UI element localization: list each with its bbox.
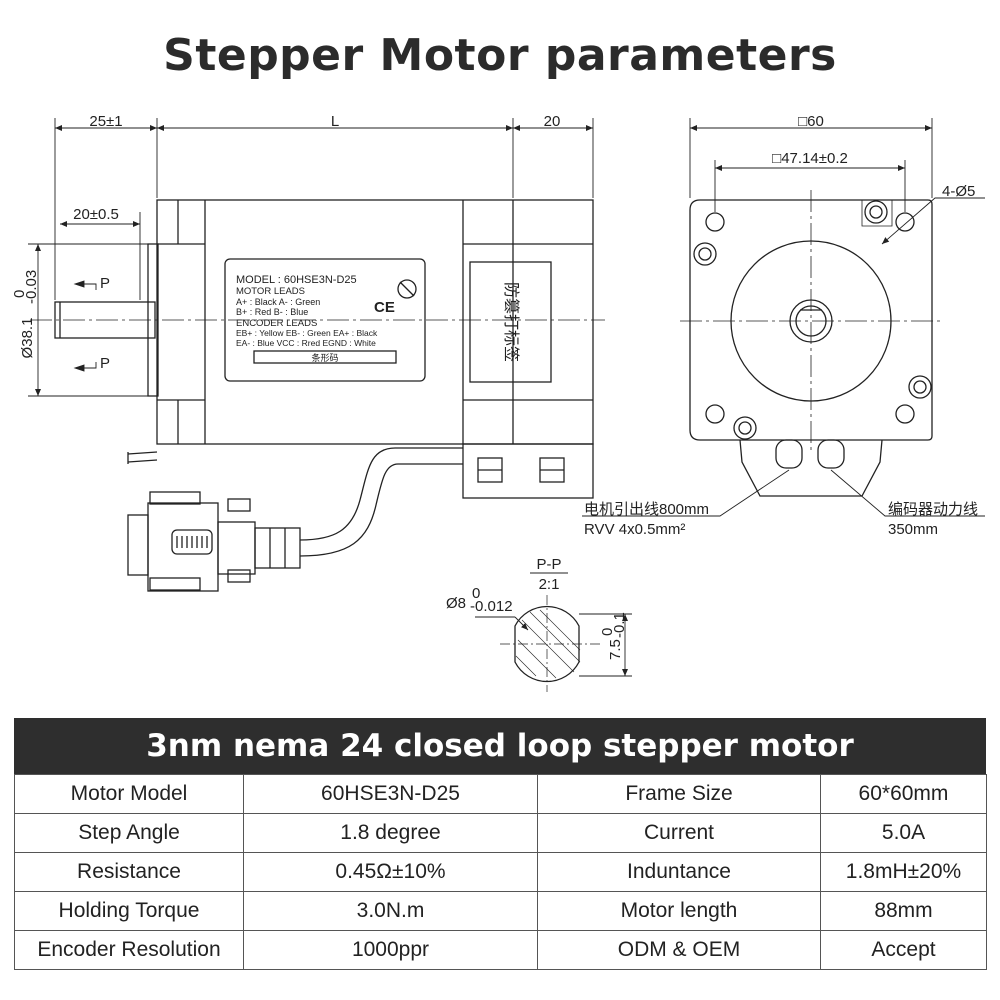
motor-cable-callout: RVV 4x0.5mm² [584, 521, 685, 538]
spec-label: ODM & OEM [537, 930, 821, 970]
spec-value: 1000ppr [243, 930, 538, 970]
mounting-holes-dim: 4-Ø5 [942, 183, 975, 200]
front-view-dimensions [582, 118, 985, 517]
spec-label: Encoder Resolution [14, 930, 244, 970]
svg-text:CE: CE [374, 299, 395, 316]
label-plate [224, 258, 426, 382]
spec-value: 1.8mH±20% [820, 852, 987, 892]
svg-text:MODEL : 60HSE3N-D25: MODEL : 60HSE3N-D25 [236, 274, 357, 286]
svg-text:条形码: 条形码 [311, 352, 338, 363]
section-marker-upper: P [100, 275, 110, 292]
spec-value: 1.8 degree [243, 813, 538, 853]
svg-text:-0.012: -0.012 [470, 598, 513, 615]
motor-front-view [680, 190, 942, 497]
svg-text:0: 0 [11, 290, 28, 298]
spec-table-section: 3nm nema 24 closed loop stepper motor Mo… [14, 718, 987, 970]
svg-text:-0.03: -0.03 [23, 270, 40, 304]
spec-heading: 3nm nema 24 closed loop stepper motor [14, 718, 986, 774]
side-view-dimensions [28, 118, 594, 397]
spec-label: Motor length [537, 891, 821, 931]
table-row: Encoder Resolution 1000ppr ODM & OEM Acc… [14, 930, 987, 970]
svg-text:Ø8: Ø8 [446, 595, 466, 612]
spec-value: 88mm [820, 891, 987, 931]
rear-length-dim: 20 [544, 113, 561, 130]
spec-label: Resistance [14, 852, 244, 892]
spec-value: 5.0A [820, 813, 987, 853]
section-view [475, 572, 632, 692]
spec-value: 60HSE3N-D25 [243, 774, 538, 814]
spec-value: 60*60mm [820, 774, 987, 814]
flat-length-dim: 20±0.5 [73, 206, 119, 223]
svg-text:MOTOR LEADS: MOTOR LEADS [236, 286, 305, 297]
motor-lead-callout: 电机引出线800mm [584, 501, 709, 518]
table-row: Resistance 0.45Ω±10% Induntance 1.8mH±20… [14, 852, 987, 892]
frame-size-dim: □60 [798, 113, 824, 130]
spec-label: Holding Torque [14, 891, 244, 931]
spec-table: Motor Model 60HSE3N-D25 Frame Size 60*60… [14, 774, 987, 970]
page-title: Stepper Motor parameters [163, 30, 837, 81]
spec-label: Induntance [537, 852, 821, 892]
pilot-diameter-dim: Ø38.1 0 -0.03 [11, 270, 40, 359]
spec-label: Frame Size [537, 774, 821, 814]
svg-text:Ø38.1: Ø38.1 [19, 318, 36, 359]
svg-text:0: 0 [472, 585, 480, 602]
label-plate-text: MODEL : 60HSE3N-D25 MOTOR LEADS A+ : Bla… [236, 274, 395, 363]
motor-body [156, 199, 594, 445]
section-title: P-P [536, 556, 561, 573]
spec-value: 0.45Ω±10% [243, 852, 538, 892]
table-row: Holding Torque 3.0N.m Motor length 88mm [14, 891, 987, 931]
shaft-length-dim: 25±1 [89, 113, 122, 130]
svg-text:B+ : Red B- : Blue: B+ : Red B- : Blue [236, 307, 308, 317]
svg-text:-0.1: -0.1 [611, 612, 628, 638]
spec-value: 3.0N.m [243, 891, 538, 931]
section-marker-lower: P [100, 355, 110, 372]
encoder-lead-callout: 编码器动力线 [888, 501, 978, 518]
motor-side-view [30, 199, 605, 592]
svg-text:A+ : Black A- : Green: A+ : Black A- : Green [236, 297, 320, 307]
svg-text:EB+ : Yellow EB- : Green: EB+ : Yellow EB- : Green EA+ : Black [236, 328, 378, 338]
svg-text:7.5: 7.5 [607, 639, 624, 660]
table-row: Step Angle 1.8 degree Current 5.0A [14, 813, 987, 853]
svg-text:EA- : Blue VCC : Rred E: EA- : Blue VCC : Rred EGND : White [236, 338, 376, 348]
body-length-dim: L [331, 113, 339, 130]
flat-height-dim: 7.5 0 -0.1 [599, 612, 628, 660]
encoder-length-callout: 350mm [888, 521, 938, 538]
svg-text:ENCODER LEADS: ENCODER LEADS [236, 318, 317, 329]
technical-drawing: 25±1 L 20 20±0.5 Ø38.1 0 -0.03 P P □60 □… [11, 113, 985, 692]
spec-value: Accept [820, 930, 987, 970]
shaft-diameter-dim: Ø8 0 -0.012 [446, 585, 513, 615]
hole-spacing-dim: □47.14±0.2 [772, 150, 848, 167]
table-row: Motor Model 60HSE3N-D25 Frame Size 60*60… [14, 774, 987, 814]
spec-label: Step Angle [14, 813, 244, 853]
anti-tamper-label: 防篡打标签 [502, 282, 521, 362]
spec-label: Current [537, 813, 821, 853]
section-scale: 2:1 [539, 576, 560, 593]
svg-text:0: 0 [599, 628, 616, 636]
spec-label: Motor Model [14, 774, 244, 814]
